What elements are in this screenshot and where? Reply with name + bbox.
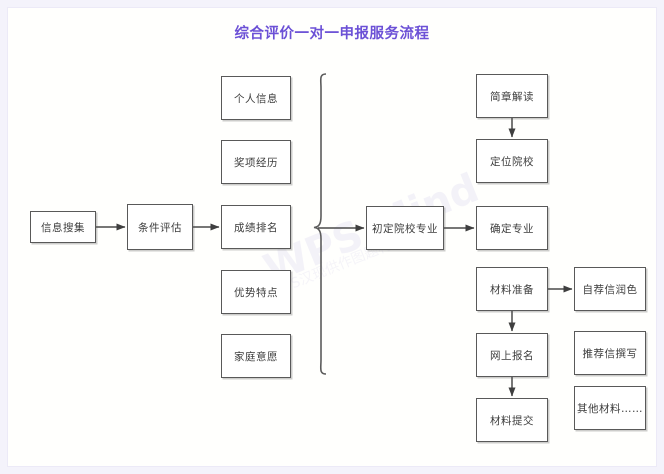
flow-node-n8[interactable]: 初定院校专业 xyxy=(366,206,444,250)
flow-node-label: 其他材料…… xyxy=(577,402,643,415)
flow-node-n4[interactable]: 奖项经历 xyxy=(221,140,291,184)
flow-node-label: 确定专业 xyxy=(490,222,534,235)
flow-node-label: 奖项经历 xyxy=(234,156,278,169)
flow-node-n9[interactable]: 简章解读 xyxy=(476,74,548,118)
flow-node-label: 个人信息 xyxy=(234,92,278,105)
flow-node-label: 条件评估 xyxy=(138,221,182,234)
diagram-canvas: 综合评价一对一申报服务流程 WPS Mind WPS汉现供作图题材 xyxy=(8,8,656,466)
flow-node-n10[interactable]: 定位院校 xyxy=(476,139,548,183)
flowchart: 综合评价一对一申报服务流程 WPS Mind WPS汉现供作图题材 xyxy=(8,8,656,466)
flow-node-n5[interactable]: 成绩排名 xyxy=(221,205,291,249)
flow-node-n3[interactable]: 个人信息 xyxy=(221,76,291,120)
flow-node-n17[interactable]: 其他材料…… xyxy=(574,386,646,430)
flow-node-label: 初定院校专业 xyxy=(372,222,438,235)
flow-node-n11[interactable]: 确定专业 xyxy=(476,206,548,250)
flow-node-label: 优势特点 xyxy=(234,286,278,299)
flow-node-label: 简章解读 xyxy=(490,90,534,103)
flow-node-n12[interactable]: 材料准备 xyxy=(476,267,548,311)
group-brace xyxy=(313,73,327,375)
flow-node-label: 家庭意愿 xyxy=(234,350,278,363)
flow-node-label: 材料提交 xyxy=(490,414,534,427)
flow-node-n7[interactable]: 家庭意愿 xyxy=(221,334,291,378)
connector-layer xyxy=(96,73,573,397)
flow-node-n15[interactable]: 自荐信润色 xyxy=(574,267,646,311)
flow-node-n1[interactable]: 信息搜集 xyxy=(30,211,96,243)
flow-node-label: 网上报名 xyxy=(490,349,534,362)
flow-node-label: 成绩排名 xyxy=(234,221,278,234)
flow-node-label: 定位院校 xyxy=(490,155,534,168)
flow-node-label: 推荐信撰写 xyxy=(582,347,638,360)
flow-node-n13[interactable]: 网上报名 xyxy=(476,333,548,377)
flow-node-label: 自荐信润色 xyxy=(582,283,638,296)
flow-node-label: 材料准备 xyxy=(490,283,534,296)
flow-node-n16[interactable]: 推荐信撰写 xyxy=(574,331,646,375)
page-title: 综合评价一对一申报服务流程 xyxy=(234,26,430,42)
flow-node-n6[interactable]: 优势特点 xyxy=(221,270,291,314)
flow-node-n14[interactable]: 材料提交 xyxy=(476,398,548,442)
flow-node-label: 信息搜集 xyxy=(41,221,85,234)
flow-node-n2[interactable]: 条件评估 xyxy=(127,204,193,250)
